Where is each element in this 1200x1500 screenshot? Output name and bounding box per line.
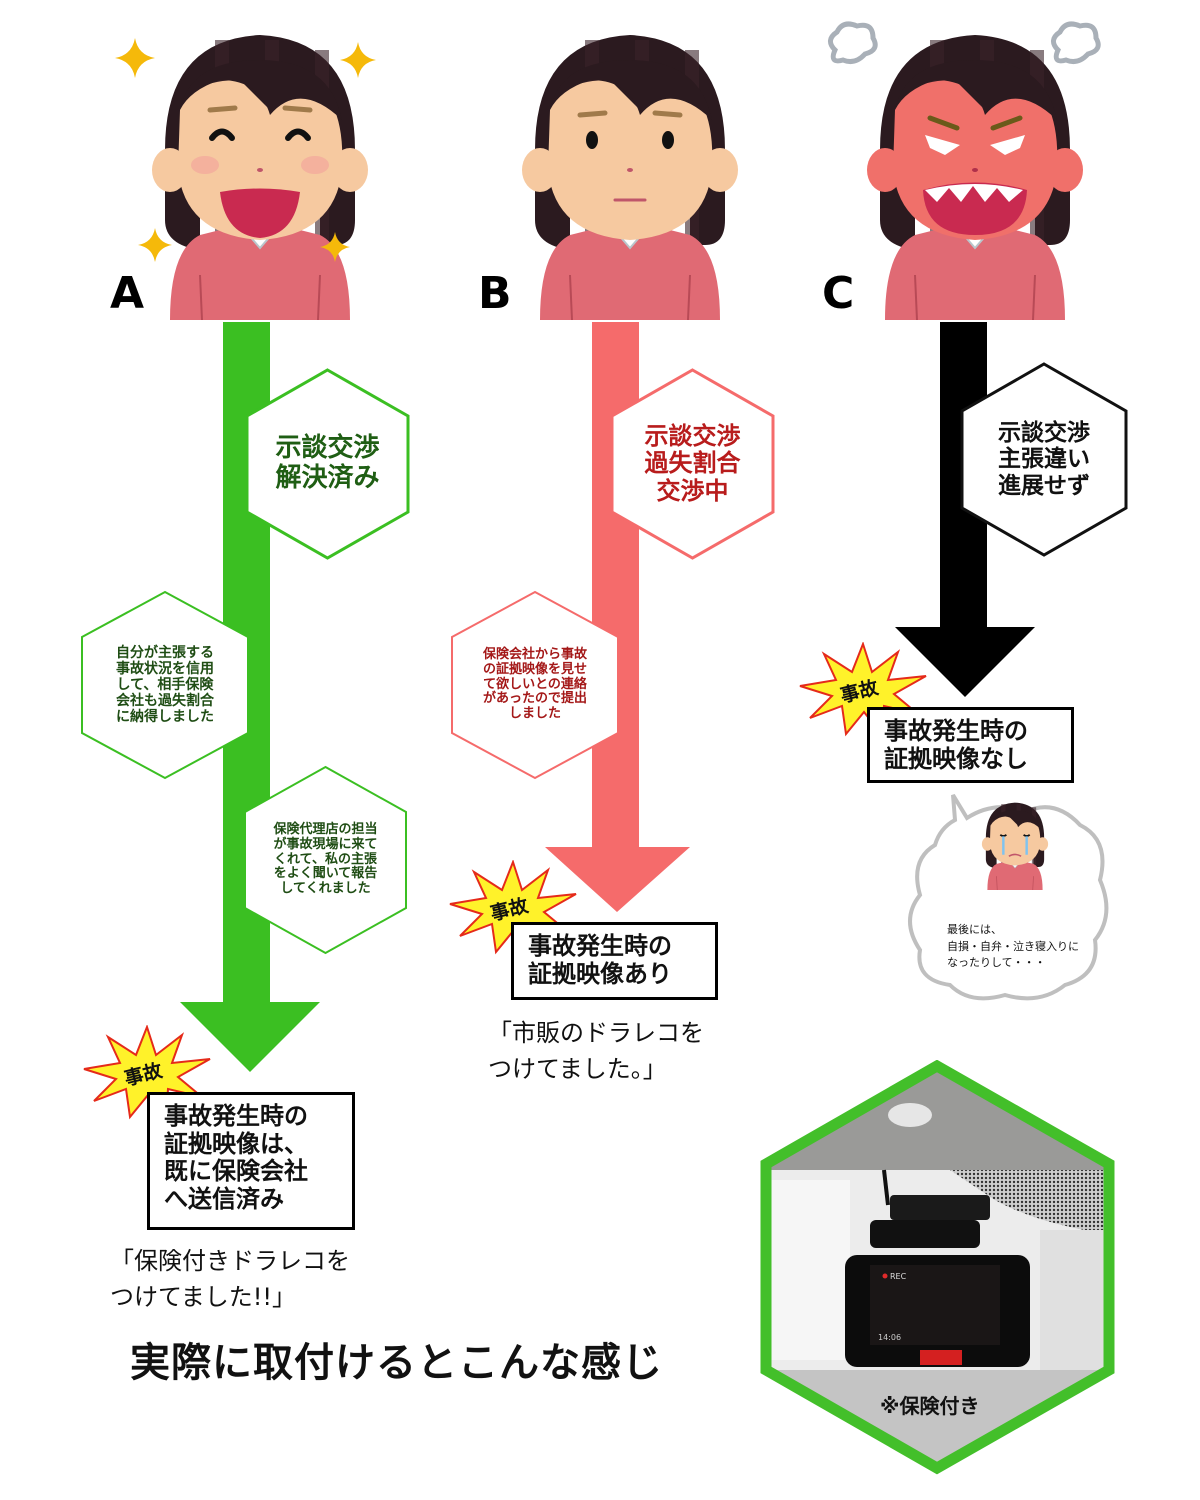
note-text: 保険会社から事故 の証拠映像を見せ て欲しいとの連絡 があったので提出 しました xyxy=(482,646,587,722)
footer-headline: 実際に取付けるとこんな感じ xyxy=(130,1340,663,1386)
happy-woman-illustration xyxy=(152,35,368,320)
thought-text: 最後には、 自損・自弁・泣き寝入りに なったりして・・・ xyxy=(947,923,1079,969)
sparkle-icon xyxy=(115,38,155,78)
steam-puff-icon xyxy=(1051,21,1101,64)
crying-woman-illustration xyxy=(981,802,1049,890)
column-label: A xyxy=(110,268,145,319)
rec-indicator: REC xyxy=(890,1272,907,1281)
sparkle-icon xyxy=(320,232,350,262)
note-text: 保険代理店の担当 が事故現場に来て くれて、私の主張 をよく聞いて報告 してくれ… xyxy=(273,821,378,897)
result-box: 事故発生時の 証拠映像なし xyxy=(867,707,1074,783)
column-label: C xyxy=(822,268,855,319)
status-hexagon xyxy=(245,368,410,560)
result-box: 事故発生時の 証拠映像は、 既に保険会社 へ送信済み xyxy=(147,1092,355,1230)
neutral-woman-illustration xyxy=(522,35,738,320)
column-label: B xyxy=(478,268,512,319)
status-hexagon xyxy=(610,368,775,560)
steam-puff-icon xyxy=(828,21,878,64)
status-text: 示談交渉 過失割合 交渉中 xyxy=(644,421,741,505)
note-hexagon xyxy=(244,765,407,955)
status-hexagon xyxy=(960,362,1128,557)
sparkle-icon xyxy=(138,228,172,262)
status-text: 示談交渉 主張違い 進展せず xyxy=(998,419,1090,499)
note-text: 自分が主張する 事故状況を信用 して、相手保険 会社も過失割合 に納得しました xyxy=(116,644,214,726)
status-text: 示談交渉 解決済み xyxy=(275,433,380,493)
angry-woman-illustration xyxy=(867,35,1083,320)
sparkle-icon xyxy=(340,42,376,78)
note-hexagon xyxy=(81,590,249,780)
quote-text: 「保険付きドラレコを つけてました!!」 xyxy=(110,1247,350,1311)
result-box: 事故発生時の 証拠映像あり xyxy=(511,922,718,1000)
accident-burst-icon xyxy=(799,642,927,737)
thought-cloud-bubble xyxy=(908,793,1109,1001)
dashcam-photo-hexagon: REC 14:06 xyxy=(760,1060,1115,1475)
quote-text: 「市販のドラレコを つけてました。」 xyxy=(488,1019,704,1083)
photo-caption: ※保険付き xyxy=(880,1394,980,1418)
note-hexagon xyxy=(451,590,619,780)
dashcam-time: 14:06 xyxy=(878,1333,901,1342)
